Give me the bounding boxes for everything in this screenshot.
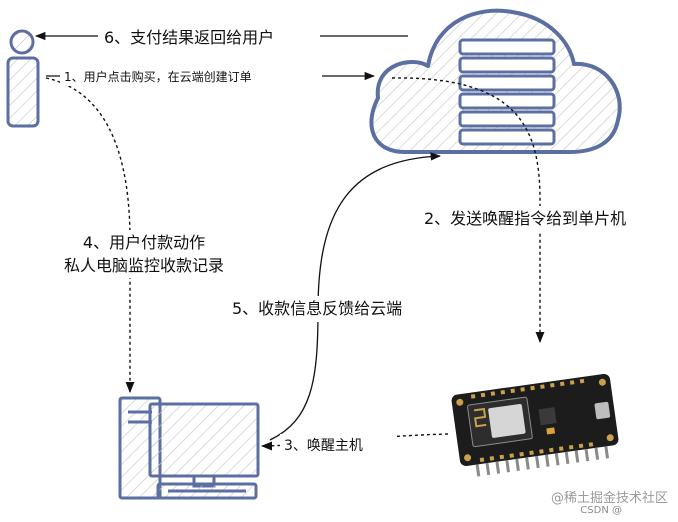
cloud-server-icon [369,8,622,154]
microcontroller-board-icon [451,373,619,477]
watermark-line1: @稀土掘金技术社区 [551,490,668,506]
label-step5: 5、收款信息反馈给云端 [232,299,402,318]
label-step4-line2: 私人电脑监控收款记录 [64,256,224,275]
label-step2: 2、发送唤醒指令给到单片机 [424,209,626,228]
label-step1: 1、用户点击购买，在云端创建订单 [64,69,252,84]
arrow-step4 [45,77,135,394]
label-step6: 6、支付结果返回给用户 [104,28,274,47]
desktop-computer-icon [118,396,260,500]
user-icon [6,29,40,128]
label-step4-line1: 4、用户付款动作 [83,233,205,252]
label-step3: 3、唤醒主机 [284,437,363,454]
watermark-line2: CSDN @ [580,505,622,516]
